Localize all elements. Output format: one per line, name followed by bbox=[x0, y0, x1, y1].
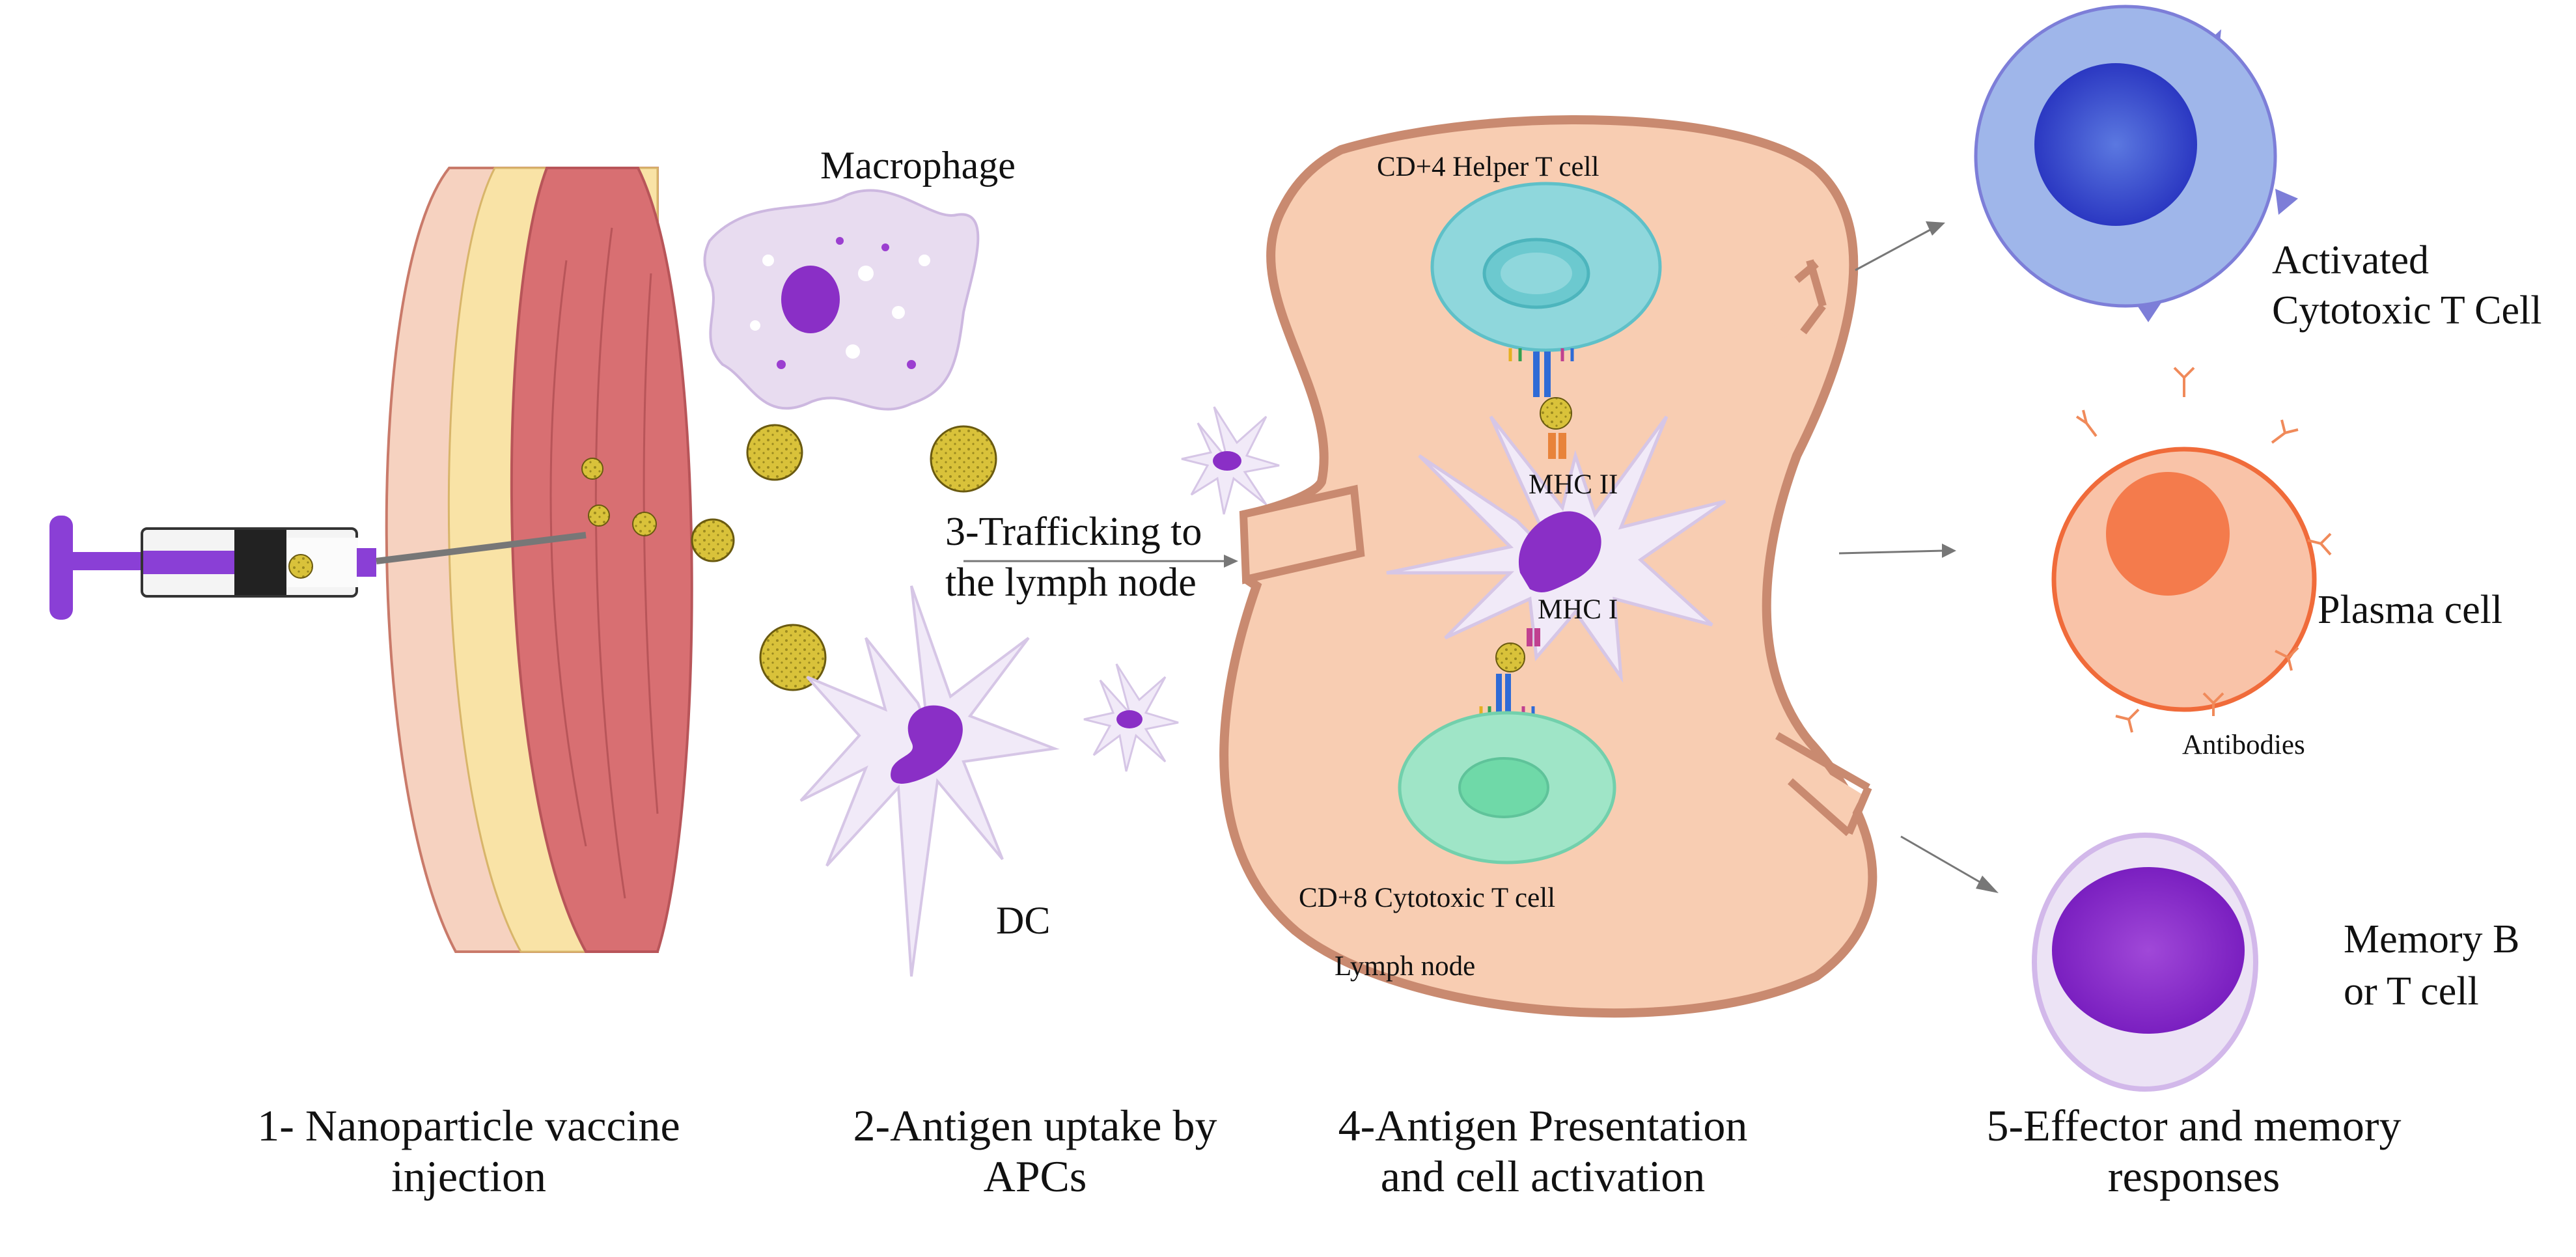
nanoparticle bbox=[746, 424, 803, 481]
activated-label-line2: Cytotoxic T Cell bbox=[2272, 288, 2542, 333]
syringe bbox=[49, 516, 587, 620]
step1-caption: 1- Nanoparticle vaccine injection bbox=[221, 1100, 716, 1202]
memory-label-line1: Memory B bbox=[2344, 917, 2520, 961]
step2-caption: 2-Antigen uptake by APCs bbox=[807, 1100, 1263, 1202]
nanoparticle bbox=[588, 504, 610, 527]
step2-line2: APCs bbox=[983, 1152, 1087, 1202]
output-arrows bbox=[1838, 221, 1999, 893]
macrophage-cell bbox=[703, 189, 980, 411]
activated-cytotoxic-t-cell bbox=[1974, 5, 2298, 322]
dendritic-cell-migrating bbox=[1181, 406, 1280, 515]
nanoparticle bbox=[930, 425, 997, 493]
tcr-mhc-complex-top bbox=[1508, 348, 1574, 459]
dendritic-cell-small bbox=[1083, 663, 1179, 772]
lymph-node-label: Lymph node bbox=[1335, 951, 1476, 982]
step2-line1: 2-Antigen uptake by bbox=[853, 1101, 1217, 1150]
step5-caption: 5-Effector and memory responses bbox=[1946, 1100, 2441, 1202]
step4-line2: and cell activation bbox=[1380, 1152, 1706, 1202]
plasma-cell-label: Plasma cell bbox=[2318, 588, 2503, 632]
step1-line1: 1- Nanoparticle vaccine bbox=[257, 1101, 680, 1150]
step4-caption: 4-Antigen Presentation and cell activati… bbox=[1295, 1100, 1790, 1202]
cd8-cytotoxic-t-label: CD+8 Cytotoxic T cell bbox=[1299, 883, 1556, 913]
activated-label-line1: Activated bbox=[2272, 238, 2430, 283]
step4-line1: 4-Antigen Presentation bbox=[1338, 1101, 1748, 1150]
cytotoxic-t-cell bbox=[1398, 711, 1616, 864]
helper-t-cell bbox=[1430, 182, 1662, 352]
memory-label-line2: or T cell bbox=[2344, 969, 2479, 1014]
nanoparticle bbox=[759, 624, 827, 691]
nanoparticles bbox=[581, 424, 997, 691]
step5-line1: 5-Effector and memory bbox=[1986, 1101, 2402, 1150]
step1-line2: injection bbox=[391, 1152, 546, 1202]
dc-label: DC bbox=[996, 899, 1051, 942]
antibodies-label: Antibodies bbox=[2182, 730, 2305, 760]
plasma-cell bbox=[2051, 447, 2317, 712]
mhc2-label: MHC II bbox=[1529, 469, 1618, 500]
trafficking-arrow bbox=[963, 555, 1238, 568]
nanoparticle bbox=[691, 518, 735, 562]
nanoparticle bbox=[581, 458, 603, 480]
nanoparticle bbox=[632, 512, 657, 536]
tissue-cross-section bbox=[385, 167, 693, 953]
mhc1-complex bbox=[1479, 628, 1540, 719]
step5-line2: responses bbox=[2107, 1152, 2280, 1202]
memory-cell bbox=[2032, 833, 2258, 1092]
cd4-helper-t-label: CD+4 Helper T cell bbox=[1377, 152, 1600, 182]
mhc1-label: MHC I bbox=[1538, 594, 1618, 625]
macrophage-label: Macrophage bbox=[820, 144, 1016, 187]
trafficking-label-line1: 3-Trafficking to bbox=[945, 510, 1202, 554]
antibodies bbox=[2075, 366, 2332, 733]
trafficking-label-line2: the lymph node bbox=[945, 560, 1197, 605]
dendritic-cell-large bbox=[799, 585, 1060, 977]
presenting-dendritic-cell bbox=[1386, 415, 1726, 684]
